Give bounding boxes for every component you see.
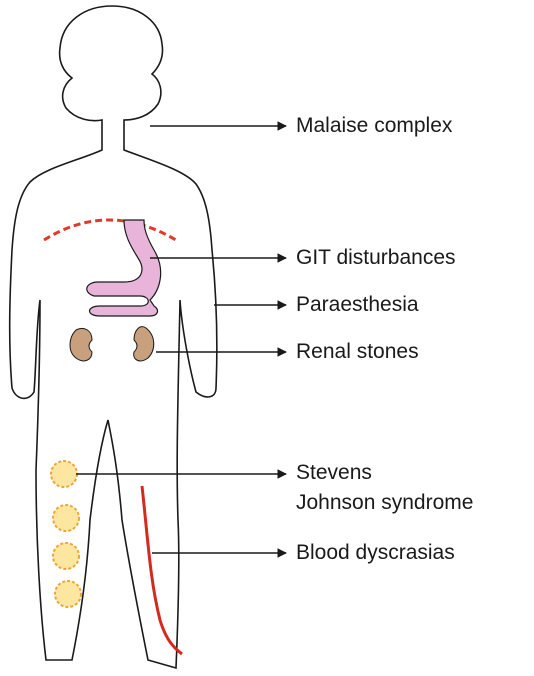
blood-vessel-line bbox=[140, 485, 183, 656]
label-renal-stones: Renal stones bbox=[296, 340, 419, 363]
label-git-disturbances: GIT disturbances bbox=[296, 246, 456, 269]
label-stevens-line2: Johnson syndrome bbox=[296, 491, 474, 514]
left-kidney bbox=[69, 327, 93, 362]
right-kidney bbox=[133, 326, 155, 362]
body-outline bbox=[8, 5, 218, 670]
label-blood-dyscrasias: Blood dyscrasias bbox=[296, 541, 455, 564]
label-paraesthesia: Paraesthesia bbox=[296, 293, 419, 316]
skin-lesion bbox=[54, 580, 82, 608]
skin-lesion bbox=[50, 460, 78, 488]
diaphragm-line bbox=[43, 218, 177, 242]
stomach-shape bbox=[86, 219, 162, 317]
skin-lesion bbox=[52, 542, 80, 570]
label-malaise-complex: Malaise complex bbox=[296, 114, 453, 137]
skin-lesion bbox=[52, 504, 80, 532]
label-stevens-line1: Stevens bbox=[296, 461, 372, 484]
skin-lesions bbox=[50, 460, 82, 608]
